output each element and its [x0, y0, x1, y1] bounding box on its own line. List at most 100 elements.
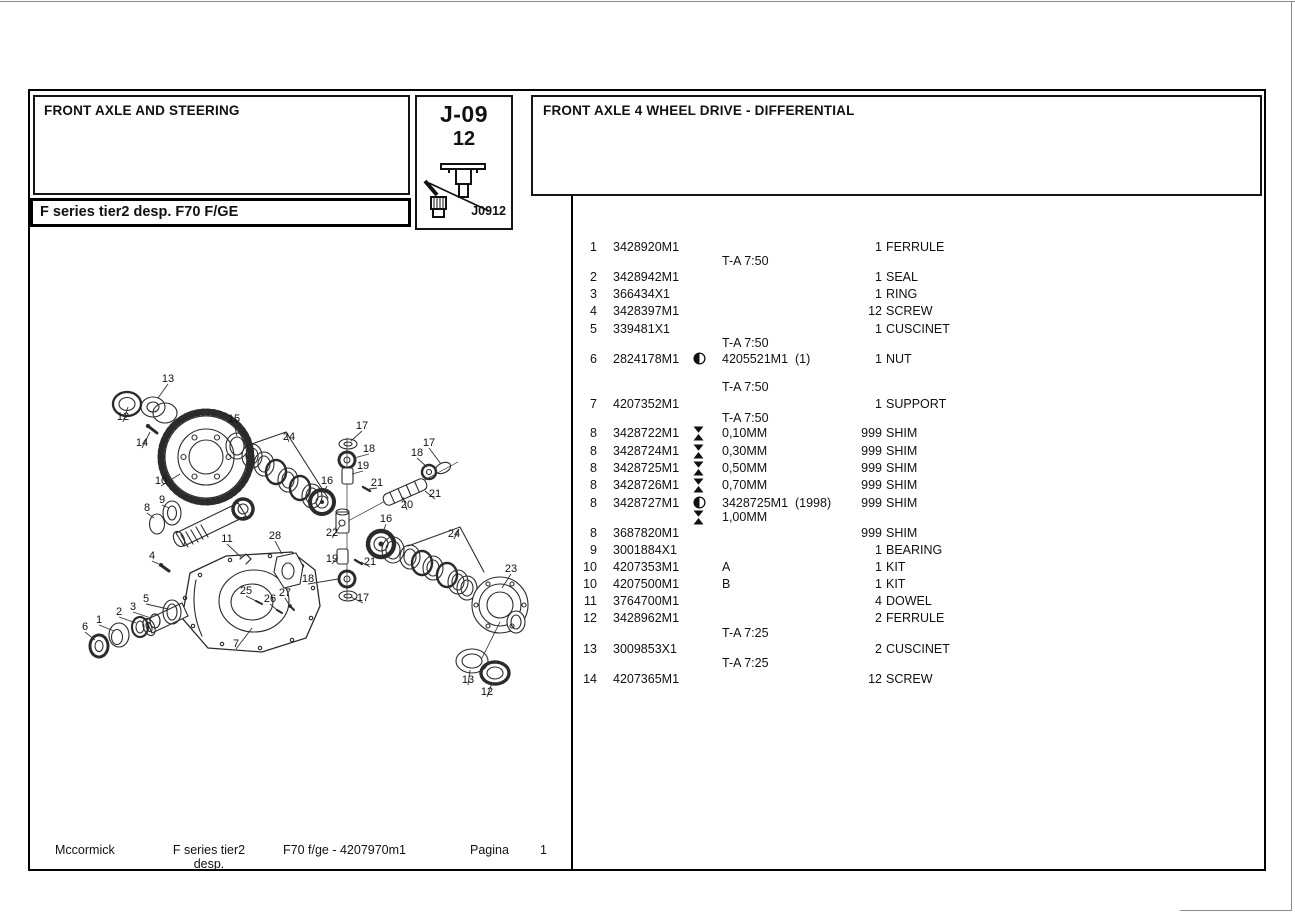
parts-table-row: 4 3428397M1 12 SCREW: [575, 304, 967, 320]
callout-number: 20: [401, 499, 413, 511]
crown-gear-10: [157, 408, 255, 506]
part-number: 3428962M1: [613, 611, 680, 625]
quantity: 1: [875, 560, 882, 574]
side-gear-16-upper: [308, 488, 336, 516]
variant-detail: A: [722, 560, 731, 574]
part-number: 3428724M1: [613, 444, 680, 458]
quantity: 999: [861, 426, 882, 440]
ring-12-lower: [479, 660, 511, 686]
callout-leader-line: [350, 596, 364, 604]
pin-26: [276, 609, 283, 614]
part-number: 3428726M1: [613, 478, 680, 492]
superseded-part-icon: [693, 496, 713, 511]
callout-leader-line: [353, 453, 370, 459]
callout-leader-line: [269, 603, 278, 611]
callout-leader-line: [151, 560, 162, 566]
shim-thickness-icon: [693, 478, 713, 493]
callout-number: 21: [364, 556, 376, 568]
section-page-number: 12: [452, 128, 476, 150]
exploded-diagram: 1312141015249816171819211718202116222419…: [82, 373, 529, 698]
callout-number: 3: [130, 601, 136, 613]
variant-detail: 0,50MM: [722, 461, 768, 475]
part-number: 3428397M1: [613, 304, 680, 318]
part-number: 3428725M1: [613, 461, 680, 475]
part-number: 3428727M1: [613, 496, 680, 510]
callout-number: 18: [411, 447, 423, 459]
quantity: 999: [861, 496, 882, 510]
superseded-part-icon: [693, 352, 713, 367]
footer-series-line2: desp.: [193, 857, 225, 871]
section-code: J-09: [439, 101, 489, 127]
shim-thickness-icon: [693, 444, 713, 459]
callout-leader-line: [146, 512, 155, 519]
item-number: 10: [583, 560, 597, 574]
description: SCREW: [886, 304, 933, 318]
description: SHIM: [886, 496, 918, 510]
figure-title-box: FRONT AXLE 4 WHEEL DRIVE - DIFFERENTIAL: [531, 95, 1262, 196]
part-number: 3001884X1: [613, 543, 677, 557]
part-number: 3428920M1: [613, 240, 680, 254]
item-number: 14: [583, 672, 597, 686]
part-number: 339481X1: [613, 322, 671, 336]
shim-thickness-icon: [693, 510, 713, 525]
callout-leader-line: [331, 556, 339, 565]
callout-leader-line: [235, 627, 253, 650]
torque-note: T-A 7:50: [722, 336, 769, 350]
part-number: 3764700M1: [613, 594, 680, 608]
shim-thickness-icon: [693, 461, 713, 476]
model-box: F series tier2 desp. F70 F/GE: [30, 198, 411, 227]
callout-leader-line: [402, 496, 408, 511]
torque-note: T-A 7:50: [722, 254, 769, 268]
part-number: 3687820M1: [613, 526, 680, 540]
housing-ring-link-line: [481, 621, 501, 659]
item-number: 8: [590, 426, 597, 440]
description: SCREW: [886, 672, 933, 686]
quantity: 12: [868, 672, 882, 686]
kingpin-icon: [423, 163, 490, 218]
callout-number: 2: [116, 606, 122, 618]
callout-number: 19: [357, 460, 369, 472]
callout-leader-line: [245, 595, 257, 602]
yoke-28: [273, 552, 304, 589]
bolt-14: [145, 423, 159, 435]
callout-number: 27: [279, 587, 291, 599]
callout-number: 23: [505, 563, 517, 575]
parts-table-row: 1,00MM: [575, 510, 967, 526]
item-number: 8: [590, 478, 597, 492]
quantity: 12: [868, 304, 882, 318]
item-number: 12: [583, 611, 597, 625]
quantity: 1: [875, 352, 882, 366]
item-number: 4: [590, 304, 597, 318]
quantity: 1: [875, 240, 882, 254]
page-edge-bottom: [1180, 910, 1292, 911]
footer-page-number: 1: [540, 843, 547, 857]
callout-number: 17: [356, 420, 368, 432]
part-number: 3428942M1: [613, 270, 680, 284]
callout-leader-line: [98, 624, 115, 632]
callout-number: 21: [371, 477, 383, 489]
callout-leader-line: [118, 616, 137, 624]
callout-leader-line: [226, 543, 243, 559]
torque-note: T-A 7:50: [722, 411, 769, 425]
torque-note: T-A 7:50: [722, 380, 769, 394]
callout-number: 12: [481, 686, 493, 698]
description: SUPPORT: [886, 397, 947, 411]
footer-series-line1: F series tier2: [172, 843, 246, 857]
shim-thickness-icon: [693, 426, 713, 441]
figure-code: J0912: [471, 204, 506, 218]
washer-17-18-upper-right: [420, 461, 452, 481]
callout-number: 8: [144, 502, 150, 514]
callout-leader-line: [382, 523, 387, 533]
description: RING: [886, 287, 918, 301]
item-number: 9: [590, 543, 597, 557]
callout-number: 4: [149, 550, 155, 562]
bracket-24-left: [245, 431, 329, 499]
